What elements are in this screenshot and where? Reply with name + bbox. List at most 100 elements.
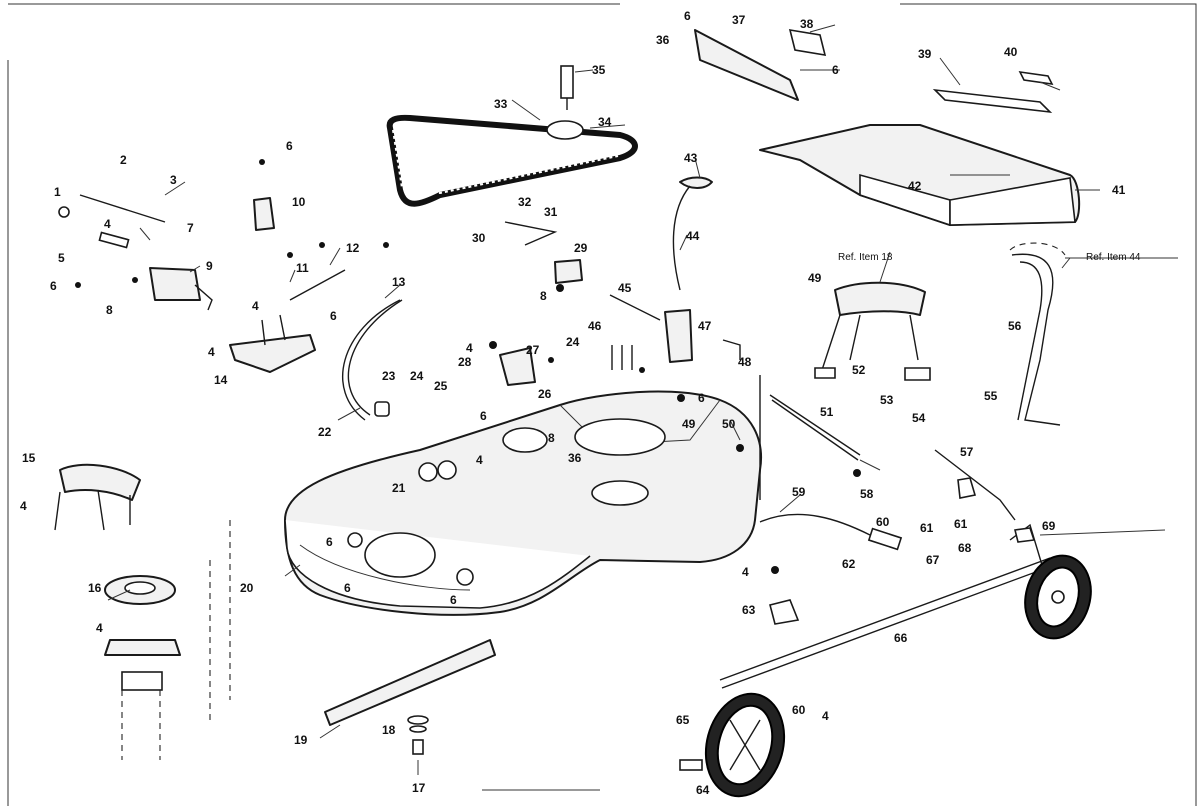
callout-11: 11 [296, 261, 309, 275]
callout-63: 63 [742, 603, 756, 617]
callout-25: 25 [434, 379, 448, 393]
callout-6: 6 [330, 309, 337, 323]
callout-16: 16 [88, 581, 102, 595]
callout-36: 36 [656, 33, 670, 47]
axle-66 [719, 557, 1051, 681]
callout-64: 64 [696, 783, 710, 797]
callout-61: 61 [920, 521, 934, 535]
drive-belt [386, 114, 638, 207]
callout-18: 18 [382, 723, 396, 737]
callout-53: 53 [880, 393, 894, 407]
callout-58: 58 [860, 487, 874, 501]
fitting-23 [374, 401, 390, 417]
front-wheel [1024, 554, 1092, 640]
ref-item-44-label: Ref. Item 44 [1086, 252, 1141, 263]
callout-32: 32 [518, 195, 532, 209]
rod-3 [79, 194, 166, 223]
bolt-17 [412, 739, 424, 755]
callout-61: 61 [954, 517, 968, 531]
callout-6: 6 [450, 593, 457, 607]
decal-40 [1018, 70, 1054, 86]
callout-4: 4 [208, 345, 215, 359]
idler-pulley [546, 120, 584, 140]
callout-49: 49 [808, 271, 822, 285]
callout-42: 42 [908, 179, 922, 193]
callout-48: 48 [738, 355, 752, 369]
callout-14: 14 [214, 373, 228, 387]
callout-29: 29 [574, 241, 588, 255]
callout-22: 22 [318, 425, 332, 439]
bracket-9 [149, 267, 201, 301]
callout-52: 52 [852, 363, 866, 377]
callout-8: 8 [540, 289, 547, 303]
callout-38: 38 [800, 17, 814, 31]
bushing [437, 460, 457, 480]
callout-7: 7 [187, 221, 194, 235]
bracket-69 [1014, 527, 1036, 543]
callout-27: 27 [526, 343, 540, 357]
callout-35: 35 [592, 63, 606, 77]
bushing [418, 462, 438, 482]
arm-31 [504, 221, 558, 246]
callout-36: 36 [568, 451, 582, 465]
bolt-hole [456, 568, 474, 586]
callout-49: 49 [682, 417, 696, 431]
callout-46: 46 [588, 319, 602, 333]
callout-44: 44 [686, 229, 700, 243]
callout-6: 6 [684, 9, 691, 23]
bolt-64 [679, 759, 703, 771]
bolt-hole [347, 532, 363, 548]
callout-3: 3 [170, 173, 177, 187]
callout-4: 4 [476, 453, 483, 467]
callout-50: 50 [722, 417, 736, 431]
callout-51: 51 [820, 405, 834, 419]
callout-6: 6 [50, 279, 57, 293]
decal-39 [932, 88, 1053, 114]
yoke-15 [59, 463, 141, 501]
bracket-36 [694, 29, 799, 101]
callout-4: 4 [822, 709, 829, 723]
callout-4: 4 [742, 565, 749, 579]
pulley-bolt [560, 65, 574, 99]
callout-40: 40 [1004, 45, 1018, 59]
spring-43 [679, 176, 713, 189]
callout-37: 37 [732, 13, 746, 27]
callout-6: 6 [326, 535, 333, 549]
callout-55: 55 [984, 389, 998, 403]
callout-6: 6 [344, 581, 351, 595]
callout-21: 21 [392, 481, 406, 495]
mounting-frame-49 [834, 281, 926, 316]
callout-6: 6 [832, 63, 839, 77]
callout-2: 2 [120, 153, 127, 167]
callout-9: 9 [206, 259, 213, 273]
callout-31: 31 [544, 205, 558, 219]
callout-4: 4 [104, 217, 111, 231]
fitting-60 [867, 527, 903, 551]
ref-item-18-label: Ref. Item 18 [838, 252, 893, 263]
callout-4: 4 [466, 341, 473, 355]
callout-57: 57 [960, 445, 974, 459]
callout-6: 6 [480, 409, 487, 423]
callout-24: 24 [566, 335, 580, 349]
link-5 [98, 231, 130, 249]
deck-plate [502, 427, 548, 453]
bracket-63 [769, 599, 800, 625]
spindle-housing [104, 639, 181, 656]
callout-30: 30 [472, 231, 486, 245]
callout-41: 41 [1112, 183, 1126, 197]
spindle-mount [121, 671, 163, 691]
callout-12: 12 [346, 241, 360, 255]
callout-17: 17 [412, 781, 426, 795]
callout-24: 24 [410, 369, 424, 383]
bracket-47 [664, 309, 693, 363]
callout-8: 8 [106, 303, 113, 317]
callout-54: 54 [912, 411, 926, 425]
callout-8: 8 [548, 431, 555, 445]
callout-1: 1 [54, 185, 61, 199]
bracket-29 [554, 259, 583, 284]
plate-38 [788, 29, 827, 56]
callout-62: 62 [842, 557, 856, 571]
callout-4: 4 [252, 299, 259, 313]
callout-34: 34 [598, 115, 612, 129]
